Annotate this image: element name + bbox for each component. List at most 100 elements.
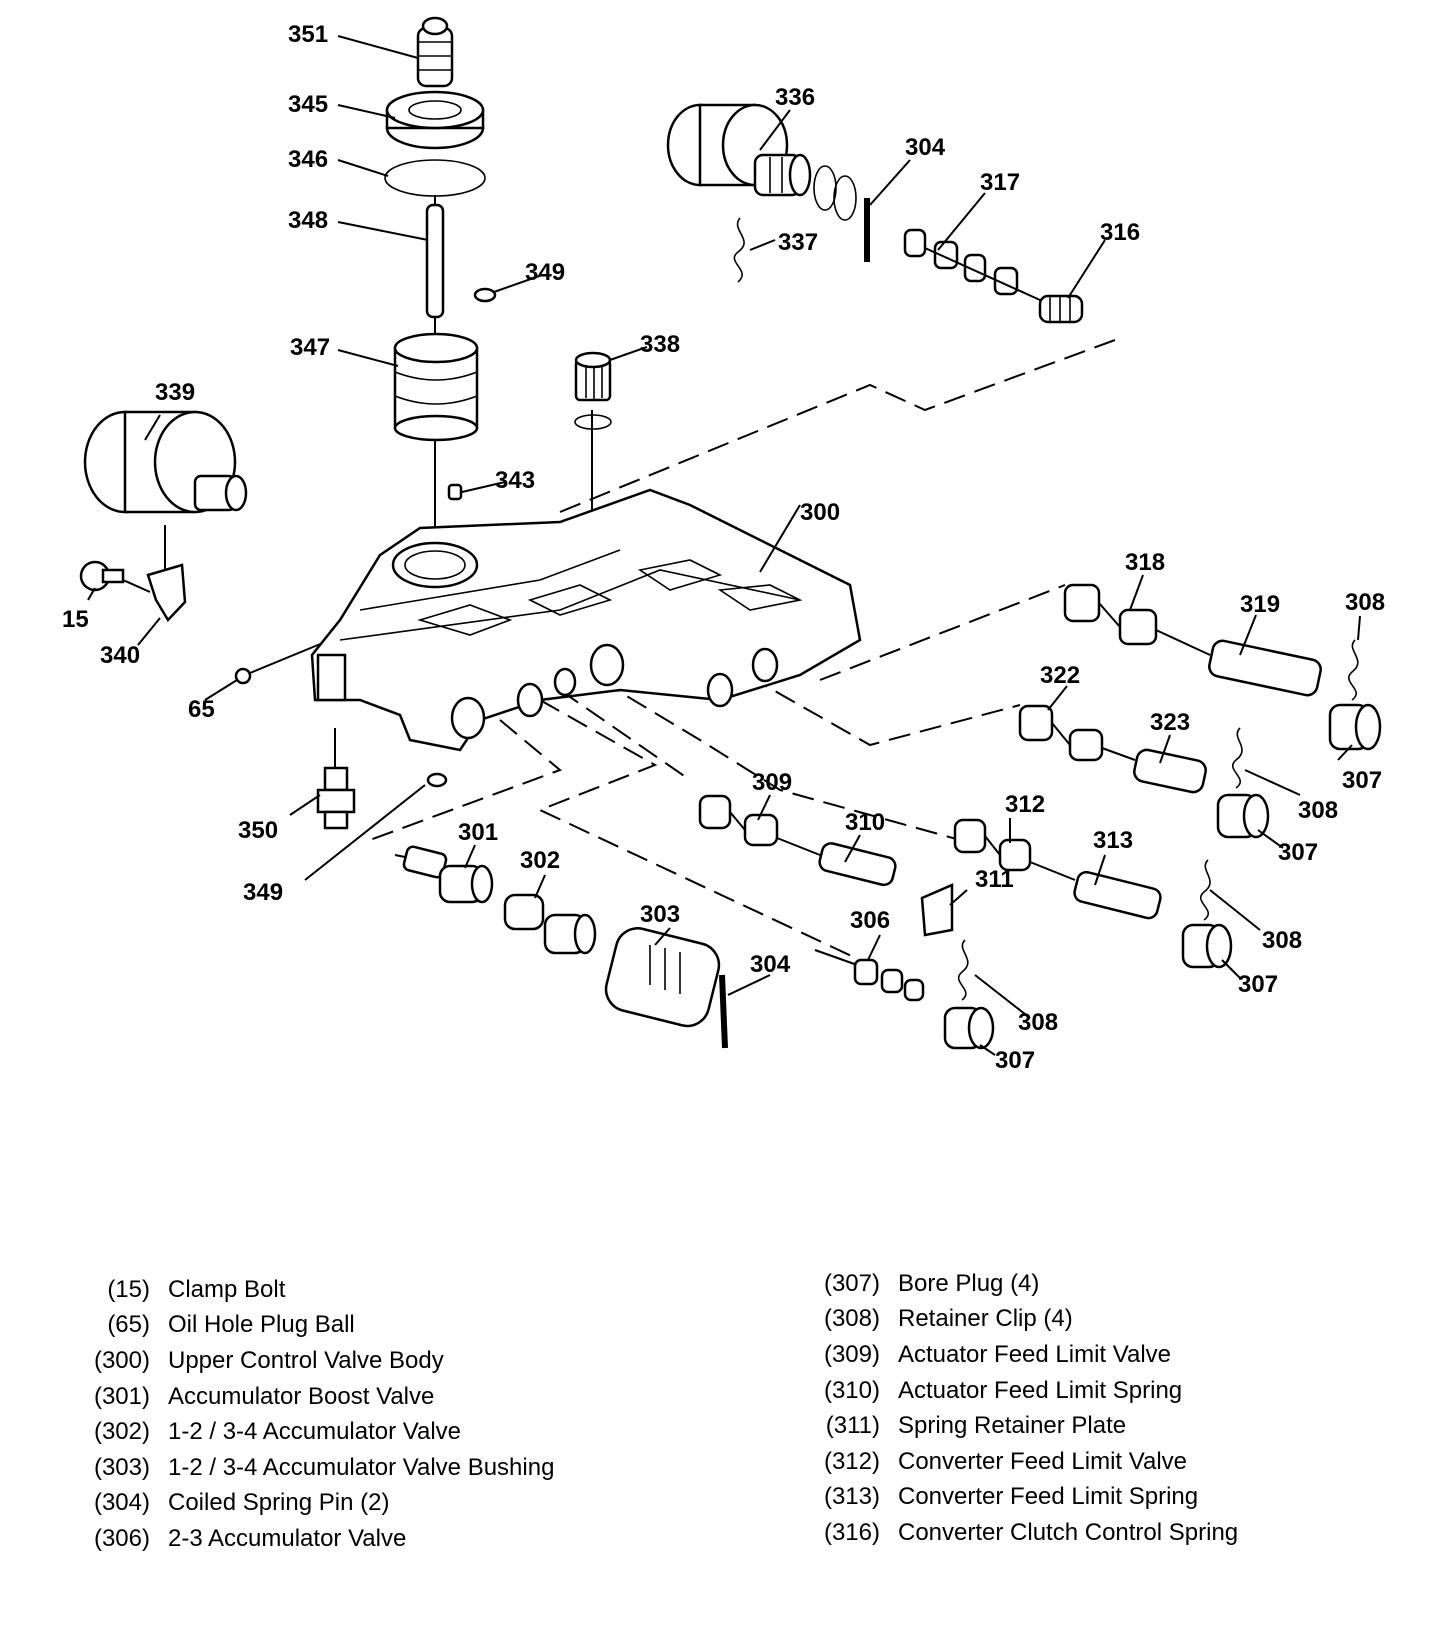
- legend-row: (306) 2-3 Accumulator Valve: [70, 1521, 554, 1557]
- callout-310: 310: [845, 809, 885, 836]
- legend-label: Converter Feed Limit Spring: [898, 1483, 1199, 1511]
- part-348-pin: [425, 203, 445, 319]
- legend-row: (302)1-2 / 3-4 Accumulator Valve: [70, 1414, 554, 1450]
- callout-338: 338: [640, 331, 680, 358]
- callout-labels-extra: 308 307 308 307: [1238, 797, 1338, 998]
- legend-label: 1-2 / 3-4 Accumulator Valve Bushing: [168, 1453, 555, 1481]
- legend-number: (308): [823, 1305, 880, 1333]
- legend-row: (307)Bore Plug (4): [800, 1266, 1238, 1302]
- callout-311: 311: [975, 866, 1014, 893]
- part-308-clip-2: [1232, 727, 1243, 789]
- legend-label: Oil Hole Plug Ball: [168, 1311, 355, 1339]
- legend-label: Converter Clutch Control Spring: [898, 1518, 1239, 1546]
- legend-row: (309)Actuator Feed Limit Valve: [800, 1337, 1238, 1373]
- part-337-clip: [733, 217, 745, 283]
- callout-318: 318: [1125, 549, 1165, 576]
- legend-row: (308) Retainer Clip (4): [800, 1302, 1238, 1338]
- callout-308-low: 308: [1262, 927, 1302, 954]
- part-300-valve-body: [310, 488, 862, 752]
- callout-349: 349: [525, 259, 565, 286]
- part-312-valve: [953, 818, 1076, 881]
- part-308-clip-1: [1348, 639, 1359, 701]
- callout-307-mid: 307: [1278, 839, 1318, 866]
- callout-labels: 351 345 346 348 349 347 339 343 338 336 …: [62, 21, 1385, 1074]
- callout-15: 15: [62, 606, 89, 633]
- part-309-valve: [698, 794, 821, 856]
- part-307-plug-1: [1328, 703, 1382, 751]
- part-322-valve: [1018, 704, 1136, 762]
- callout-351: 351: [288, 21, 328, 48]
- part-311-plate: [920, 883, 954, 937]
- callout-304-bottom: 304: [750, 951, 791, 978]
- callout-307-low: 307: [1238, 971, 1278, 998]
- part-339-solenoid: [83, 410, 248, 514]
- part-308-clip-4: [957, 939, 969, 1001]
- legend-label: 2-3 Accumulator Valve: [168, 1524, 407, 1552]
- callout-343: 343: [495, 467, 535, 494]
- legend-number: (300): [93, 1346, 150, 1374]
- part-307-plug-4: [943, 1006, 995, 1050]
- callout-345: 345: [288, 91, 328, 118]
- legend-number: (310): [823, 1376, 880, 1404]
- callout-336: 336: [775, 84, 815, 111]
- callout-322: 322: [1040, 662, 1080, 689]
- legend-number: (311): [825, 1412, 880, 1440]
- leader-lines: [87, 35, 1361, 1056]
- callout-309: 309: [752, 769, 792, 796]
- callout-339: 339: [155, 379, 195, 406]
- callout-304: 304: [905, 134, 946, 161]
- part-303-bushing: [604, 927, 721, 1028]
- callout-306: 306: [850, 907, 890, 934]
- callout-307: 307: [1342, 767, 1382, 794]
- part-65-ball: [234, 667, 252, 685]
- part-338-filter: [574, 351, 612, 430]
- legend-number: (306): [93, 1524, 150, 1552]
- legend-row: (300) Upper Control Valve Body: [70, 1343, 554, 1379]
- legend-row: (313) Converter Feed Limit Spring: [800, 1480, 1238, 1516]
- legend-label: Actuator Feed Limit Spring: [898, 1376, 1183, 1404]
- callout-350: 350: [238, 817, 278, 844]
- part-308-clip-3: [1200, 859, 1211, 921]
- part-343-plug: [447, 483, 463, 501]
- part-336-solenoid: [666, 103, 857, 221]
- callout-308-mid: 308: [1298, 797, 1338, 824]
- callout-337: 337: [778, 229, 818, 256]
- part-349-ball-bottom: [426, 772, 448, 788]
- legend-label: Coiled Spring Pin (2): [168, 1489, 390, 1517]
- legend-label: Upper Control Valve Body: [168, 1346, 444, 1374]
- callout-316: 316: [1100, 219, 1140, 246]
- part-310-spring: [818, 842, 897, 887]
- callout-348: 348: [288, 207, 328, 234]
- legend-label: Spring Retainer Plate: [898, 1412, 1127, 1440]
- legend-row: (301)Accumulator Boost Valve: [70, 1379, 554, 1415]
- legend-number: (65): [107, 1311, 150, 1339]
- callout-313: 313: [1093, 827, 1133, 854]
- callout-323: 323: [1150, 709, 1190, 736]
- callout-301: 301: [458, 819, 498, 846]
- legend-row: (304)Coiled Spring Pin (2): [70, 1486, 554, 1522]
- legend-number: (15): [107, 1275, 150, 1303]
- legend-row: (316)Converter Clutch Control Spring: [800, 1515, 1238, 1551]
- part-304-pin-bottom: [719, 974, 728, 1049]
- part-307-plug-3: [1181, 923, 1233, 969]
- part-306-valve: [814, 949, 925, 1002]
- legend-number: (303): [93, 1453, 150, 1481]
- legend-number: (301): [93, 1382, 150, 1410]
- exploded-valve-body-diagram: 351 345 346 348 349 347 339 343 338 336 …: [62, 16, 1385, 1074]
- callout-300: 300: [800, 499, 840, 526]
- part-302-valve: [503, 893, 597, 955]
- part-318-valve: [1063, 583, 1211, 656]
- part-351-spring: [416, 16, 454, 88]
- legend-row: (312)Converter Feed Limit Valve: [800, 1444, 1238, 1480]
- legend-number: (313): [823, 1483, 880, 1511]
- legend-label: Retainer Clip (4): [898, 1305, 1073, 1333]
- legend-number: (309): [823, 1340, 880, 1368]
- part-319-spring: [1208, 639, 1322, 697]
- legend-row: (310) Actuator Feed Limit Spring: [800, 1373, 1238, 1409]
- legend-number: (312): [823, 1447, 880, 1475]
- legend-row: (15)Clamp Bolt: [70, 1272, 554, 1308]
- part-301-valve: [394, 845, 494, 904]
- part-15-bolt: [79, 560, 151, 593]
- legend-label: 1-2 / 3-4 Accumulator Valve: [168, 1418, 462, 1446]
- callout-65: 65: [188, 696, 215, 723]
